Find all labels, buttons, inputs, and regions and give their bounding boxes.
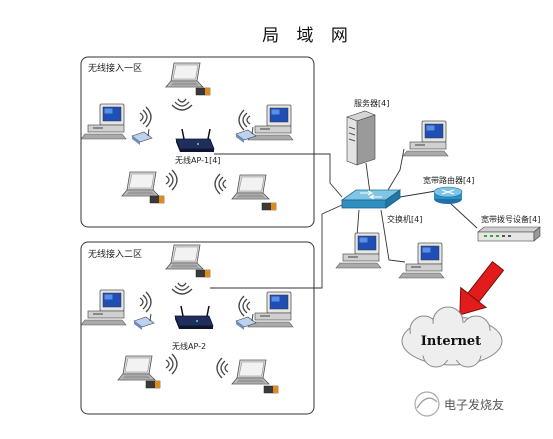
dialer-label: 宽带拨号设备[4] [481, 214, 540, 224]
router-icon [433, 186, 463, 204]
uplink-arrow-icon [459, 260, 505, 316]
server-label: 服务器[4] [354, 98, 389, 108]
pccard-icon [195, 269, 211, 278]
page-title: 局 域 网 [262, 26, 354, 46]
internet-cloud-icon [401, 306, 503, 368]
ap-1-label: 无线AP-1[4] [175, 155, 220, 165]
watermark-text: 电子发烧友 [444, 397, 504, 412]
switch-icon [340, 189, 402, 209]
modem-icon [477, 226, 541, 242]
ap-2-label: 无线AP-2 [172, 341, 206, 351]
pccard-icon [261, 202, 277, 211]
zone-2-label: 无线接入二区 [88, 248, 142, 260]
watermark-logo: 电子发烧友 [414, 391, 504, 417]
zone-1-label: 无线接入一区 [88, 62, 142, 74]
server-icon [346, 110, 376, 166]
pccard-icon [145, 380, 161, 389]
desktop-switch-right [398, 242, 445, 279]
pccard-icon [149, 195, 165, 204]
pccard-icon [195, 87, 211, 96]
switch-label: 交换机[4] [387, 214, 422, 224]
pccard-icon [263, 385, 279, 394]
desktop-server-side [402, 120, 449, 157]
router-label: 宽带路由器[4] [423, 175, 474, 185]
internet-label: Internet [421, 334, 481, 349]
desktop-switch-left [335, 232, 382, 269]
